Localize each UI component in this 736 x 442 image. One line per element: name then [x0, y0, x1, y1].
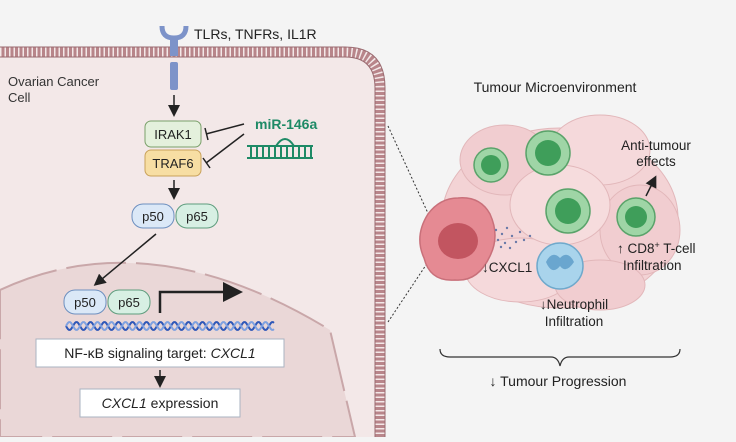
p65-nuclear-label: p65	[118, 295, 140, 310]
p50-cyto-label: p50	[142, 209, 164, 224]
receptor-icon	[159, 25, 189, 90]
cancer-cell-icon	[419, 197, 496, 281]
target-prefix: NF-κB signaling target:	[64, 345, 210, 361]
irak1-box	[144, 120, 202, 148]
cell-label-line1: Ovarian Cancer	[8, 74, 100, 89]
summary-brace	[439, 348, 681, 367]
tcell-1	[473, 147, 509, 183]
cd8-sup: +	[655, 240, 660, 250]
receptors-label: TLRs, TNFRs, IL1R	[194, 26, 317, 42]
p65-cyto-label: p65	[186, 209, 208, 224]
target-gene: CXCL1	[211, 345, 256, 361]
neutrophil-line1: ↓Neutrophil	[540, 297, 608, 312]
dna-helix-icon	[65, 321, 275, 331]
cd8-label: ↑ CD8+ T-cell	[617, 240, 696, 256]
traf6-label: TRAF6	[152, 156, 193, 171]
cd8-line2: Infiltration	[623, 258, 682, 273]
expression-box	[79, 388, 241, 418]
p50-nuclear-label: p50	[74, 295, 96, 310]
antitumour-line2: effects	[636, 154, 676, 169]
cxcl1-down-label: ↓CXCL1	[482, 260, 532, 275]
arrow-translocation	[93, 233, 157, 286]
zoom-line-top	[387, 125, 433, 223]
tcell-2	[525, 130, 571, 176]
p65-nuclear-box	[107, 289, 151, 315]
transcription-arrow	[158, 282, 243, 313]
cd8-suffix: T-cell	[660, 241, 696, 256]
expression-gene: CXCL1	[102, 395, 147, 411]
cd8-prefix: ↑ CD8	[617, 241, 655, 256]
cell-label-line2: Cell	[8, 90, 31, 105]
cxcl1-dots	[494, 226, 532, 250]
mirna-label: miR-146a	[255, 116, 317, 132]
tcell-4	[616, 197, 656, 237]
traf6-box	[144, 149, 202, 177]
antitumour-line1: Anti-tumour	[621, 138, 691, 153]
arrow-antitumour	[645, 175, 657, 197]
target-box	[35, 338, 285, 368]
inhibition-lines	[202, 123, 245, 169]
target-text: NF-κB signaling target: CXCL1	[64, 345, 255, 361]
zoom-line-bottom	[387, 255, 433, 323]
p65-cyto-box	[175, 203, 219, 229]
tumour-progression-label: ↓ Tumour Progression	[490, 373, 627, 389]
p50-nuclear-box	[63, 289, 107, 315]
p50-cyto-box	[131, 203, 175, 229]
neutrophil-line2: Infiltration	[545, 314, 604, 329]
neutrophil-icon	[536, 242, 584, 290]
tcell-3	[545, 188, 591, 234]
expression-suffix: expression	[147, 395, 219, 411]
tme-title: Tumour Microenvironment	[474, 79, 637, 95]
mirna-hairpin-icon	[247, 138, 313, 159]
irak1-label: IRAK1	[154, 127, 192, 142]
expression-text: CXCL1 expression	[102, 395, 219, 411]
